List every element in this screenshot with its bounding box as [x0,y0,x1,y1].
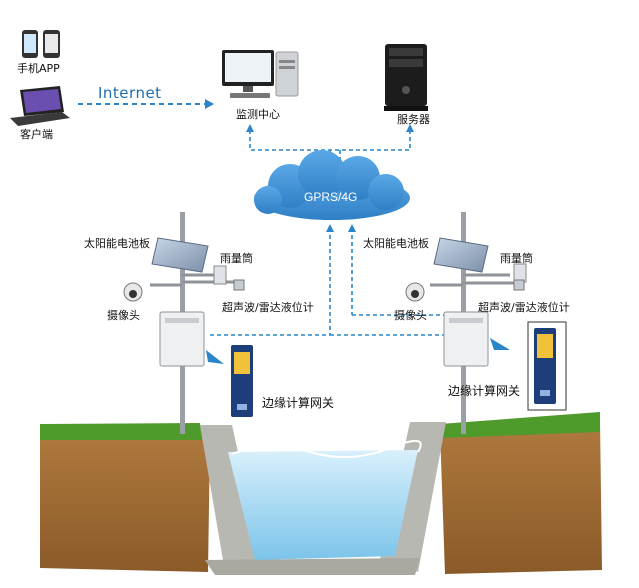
laptop-icon [10,86,70,126]
left-rain-gauge-label: 雨量筒 [220,252,253,265]
right-camera [405,282,425,302]
right-gateway-device [527,321,567,411]
left-level-meter-label: 超声波/雷达液位计 [222,301,314,314]
left-level-meter [233,279,245,291]
left-solar-panel-label: 太阳能电池板 [84,237,150,250]
right-gateway-label: 边缘计算网关 [448,384,521,398]
left-gateway-device [231,345,253,417]
left-cabinet [159,311,205,367]
right-level-meter [513,279,525,291]
server-label: 服务器 [397,113,430,126]
right-cabinet [443,311,489,367]
internet-label: Internet [98,84,162,102]
center-links [249,130,411,175]
channel [200,422,446,575]
right-solar-panel-label: 太阳能电池板 [363,237,429,250]
network-label: GPRS/4G [304,190,358,204]
cloud-icon [254,150,410,220]
phone-app-label: 手机APP [17,62,60,75]
internet-arrow [78,99,214,109]
ground [40,412,602,574]
left-cabinet-arrow [206,350,224,364]
left-camera-label: 摄像头 [107,309,140,322]
right-rain-gauge-label: 雨量筒 [500,252,533,265]
right-cabinet-arrow [490,338,510,350]
phone-icon [22,30,60,58]
gateway-links [210,228,448,336]
right-solar-panel [433,237,489,273]
server-icon [384,44,428,111]
left-rain-gauge [213,265,227,285]
left-gateway-label: 边缘计算网关 [262,396,335,410]
monitor-center-icon [222,50,299,98]
right-level-meter-label: 超声波/雷达液位计 [478,301,570,314]
right-rain-gauge [513,263,527,283]
left-solar-panel [151,237,209,273]
monitor-center-label: 监测中心 [236,108,280,121]
right-camera-label: 摄像头 [394,309,427,322]
client-label: 客户端 [20,128,53,141]
left-camera [123,282,143,302]
